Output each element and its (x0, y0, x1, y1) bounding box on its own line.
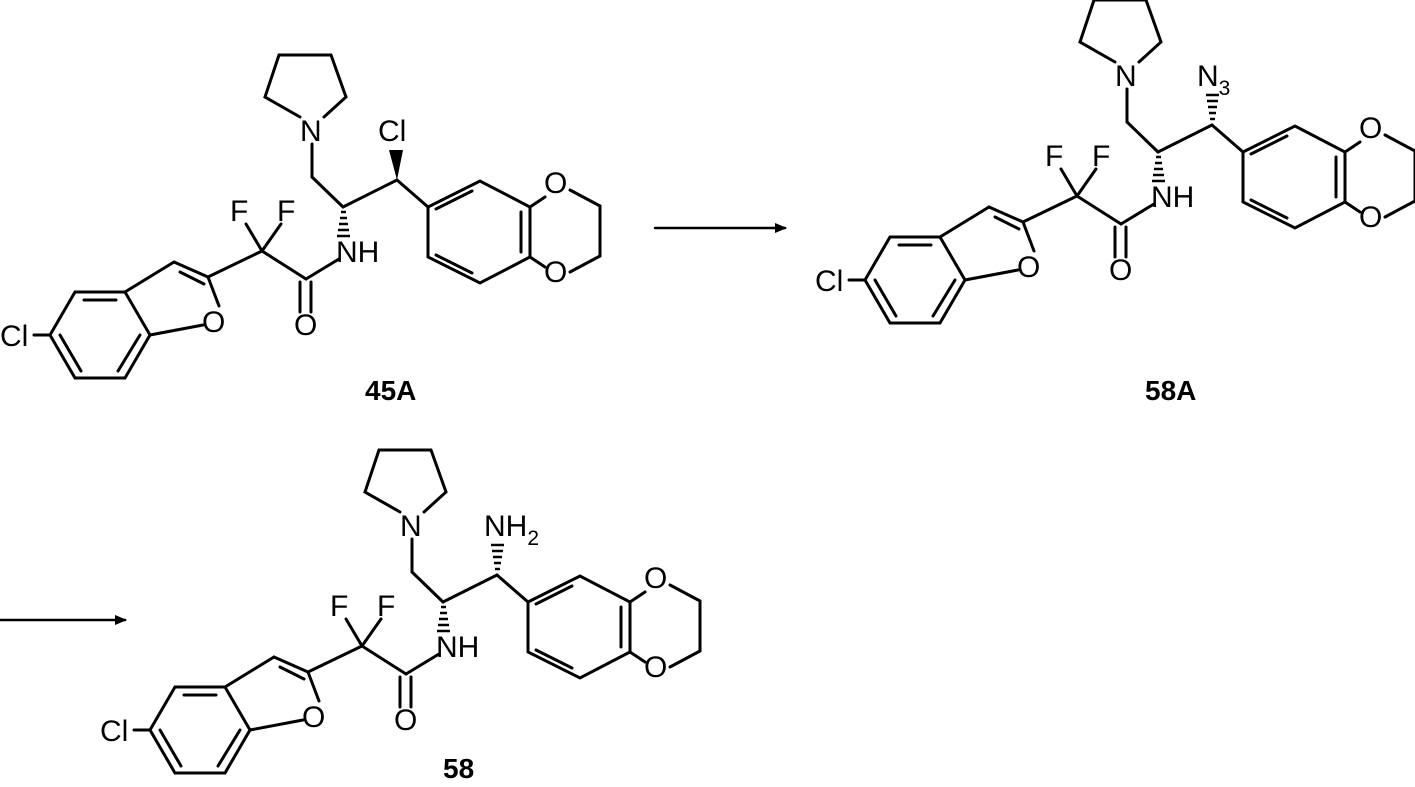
compound-label: 58A (1145, 375, 1196, 406)
compound-label: 45A (365, 375, 416, 406)
compound-58A: N3 58A (815, 0, 1415, 406)
compound-label: 58 (443, 753, 474, 784)
substituent-chloro: Cl (378, 115, 406, 148)
compound-45A: Cl 45A (0, 55, 600, 406)
compound-58: NH2 58 (100, 450, 700, 784)
